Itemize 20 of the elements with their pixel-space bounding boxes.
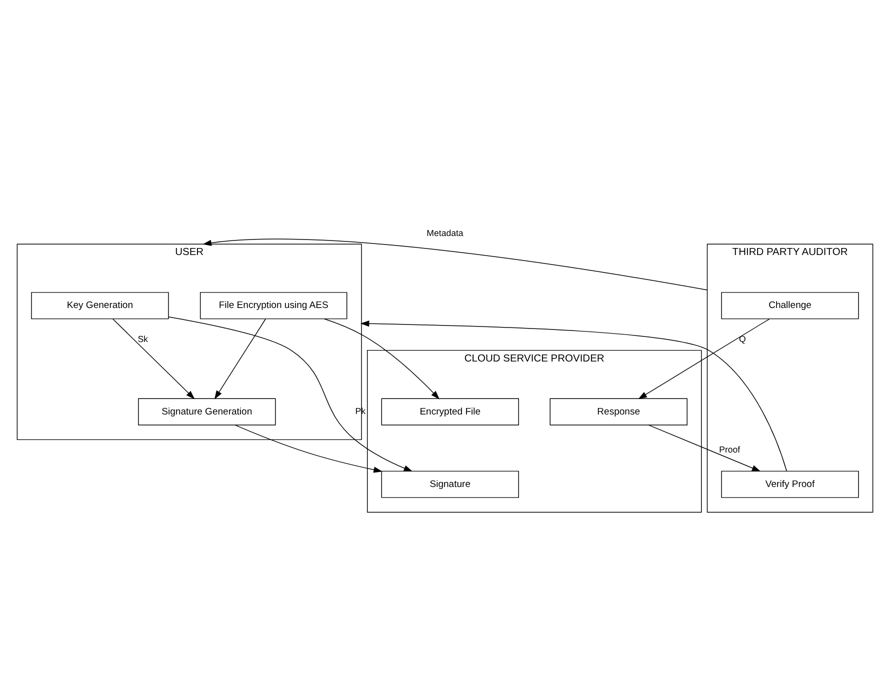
edge-label: Sk <box>138 333 148 344</box>
arrow <box>168 316 413 472</box>
node-box: Signature <box>381 470 519 498</box>
node-box: File Encryption using AES <box>200 292 348 319</box>
edge-label: Metadata <box>426 227 464 238</box>
edge-label: Proof <box>719 444 740 454</box>
arrow <box>214 318 266 399</box>
node-box: Challenge <box>721 292 859 319</box>
node-box: Signature Generation <box>138 398 276 425</box>
node-box: Verify Proof <box>721 470 859 498</box>
arrow <box>360 320 788 471</box>
node-box: Response <box>550 398 688 425</box>
arrow <box>638 318 770 399</box>
arrow <box>324 318 440 399</box>
arrow <box>112 318 195 399</box>
node-box: Key Generation <box>31 292 169 319</box>
node-box: Encrypted File <box>381 398 519 425</box>
arrow <box>202 238 708 290</box>
edge-label: Q <box>738 333 746 344</box>
arrow <box>648 424 761 471</box>
